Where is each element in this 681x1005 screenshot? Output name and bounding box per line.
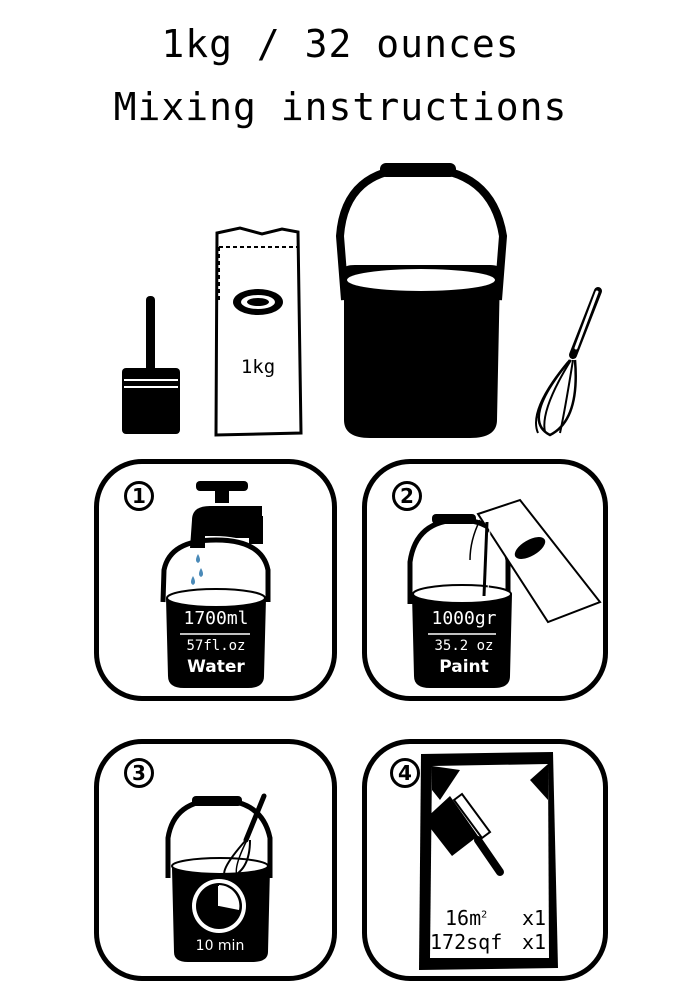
title-line-1: 1kg / 32 ounces bbox=[161, 22, 520, 66]
paint-amount: 1000gr bbox=[431, 608, 497, 629]
paint-bag-icon bbox=[214, 226, 303, 437]
water-label: Water bbox=[187, 657, 245, 677]
coverage-m2-multiplier: x1 bbox=[522, 906, 547, 930]
water-bucket-icon bbox=[160, 537, 271, 688]
title-line-2: Mixing instructions bbox=[113, 85, 568, 129]
timer-label: 10 min bbox=[195, 938, 245, 954]
paint-sub-amount: 35.2 oz bbox=[434, 638, 494, 654]
step-1-number: 1 bbox=[124, 481, 154, 511]
roller-brush-icon bbox=[424, 792, 504, 876]
coverage-sqf: 172sqf bbox=[430, 930, 503, 954]
pouring-bag-icon bbox=[469, 498, 602, 624]
bag-label: 1kg bbox=[240, 356, 276, 378]
coverage-m2: 16m2 bbox=[445, 906, 488, 930]
water-drops-icon bbox=[188, 554, 203, 599]
bucket-icon bbox=[335, 163, 508, 438]
step-4-number: 4 bbox=[390, 758, 420, 788]
brush-icon bbox=[122, 296, 180, 434]
water-sub-amount: 57fl.oz bbox=[186, 638, 246, 654]
water-amount: 1700ml bbox=[183, 608, 249, 629]
whisk-icon bbox=[535, 287, 602, 437]
tap-icon bbox=[190, 481, 263, 548]
paint-bucket-icon bbox=[407, 514, 512, 688]
whisk-icon bbox=[223, 793, 267, 880]
timer-icon bbox=[192, 879, 246, 933]
step-3-number: 3 bbox=[124, 758, 154, 788]
coverage-sqf-multiplier: x1 bbox=[522, 930, 547, 954]
paint-label: Paint bbox=[439, 657, 489, 677]
step-2-number: 2 bbox=[392, 481, 422, 511]
